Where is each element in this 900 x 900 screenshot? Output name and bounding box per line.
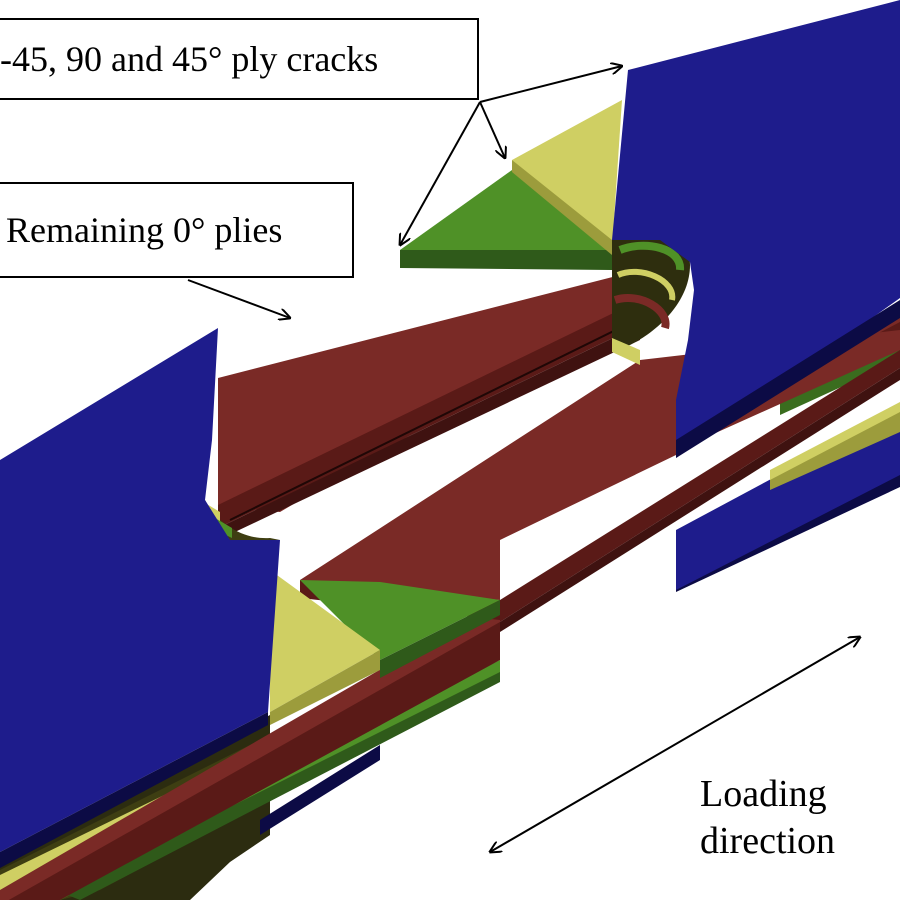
remaining-zero-ply-upper	[218, 270, 641, 540]
loading-direction-label-line2: direction	[700, 820, 836, 862]
crack-callout-arrows	[400, 66, 622, 245]
right-zero-ply	[612, 0, 900, 458]
ply-cracks-label: -45, 90 and 45° ply cracks	[0, 39, 379, 79]
lower-crack-triangles	[270, 570, 500, 725]
upper-notch	[612, 232, 690, 365]
left-lower-ply-stack	[0, 600, 500, 900]
upper-crack-triangles	[400, 100, 622, 270]
plies-callout-arrow	[187, 279, 290, 318]
remaining-plies-label: Remaining 0° plies	[6, 210, 283, 250]
remaining-plies-callout: Remaining 0° plies	[0, 182, 354, 278]
loading-direction-label-line1: Loading	[700, 773, 827, 815]
left-zero-ply	[0, 328, 280, 868]
ply-cracks-callout: -45, 90 and 45° ply cracks	[0, 18, 479, 100]
loading-direction-arrow	[490, 637, 860, 852]
